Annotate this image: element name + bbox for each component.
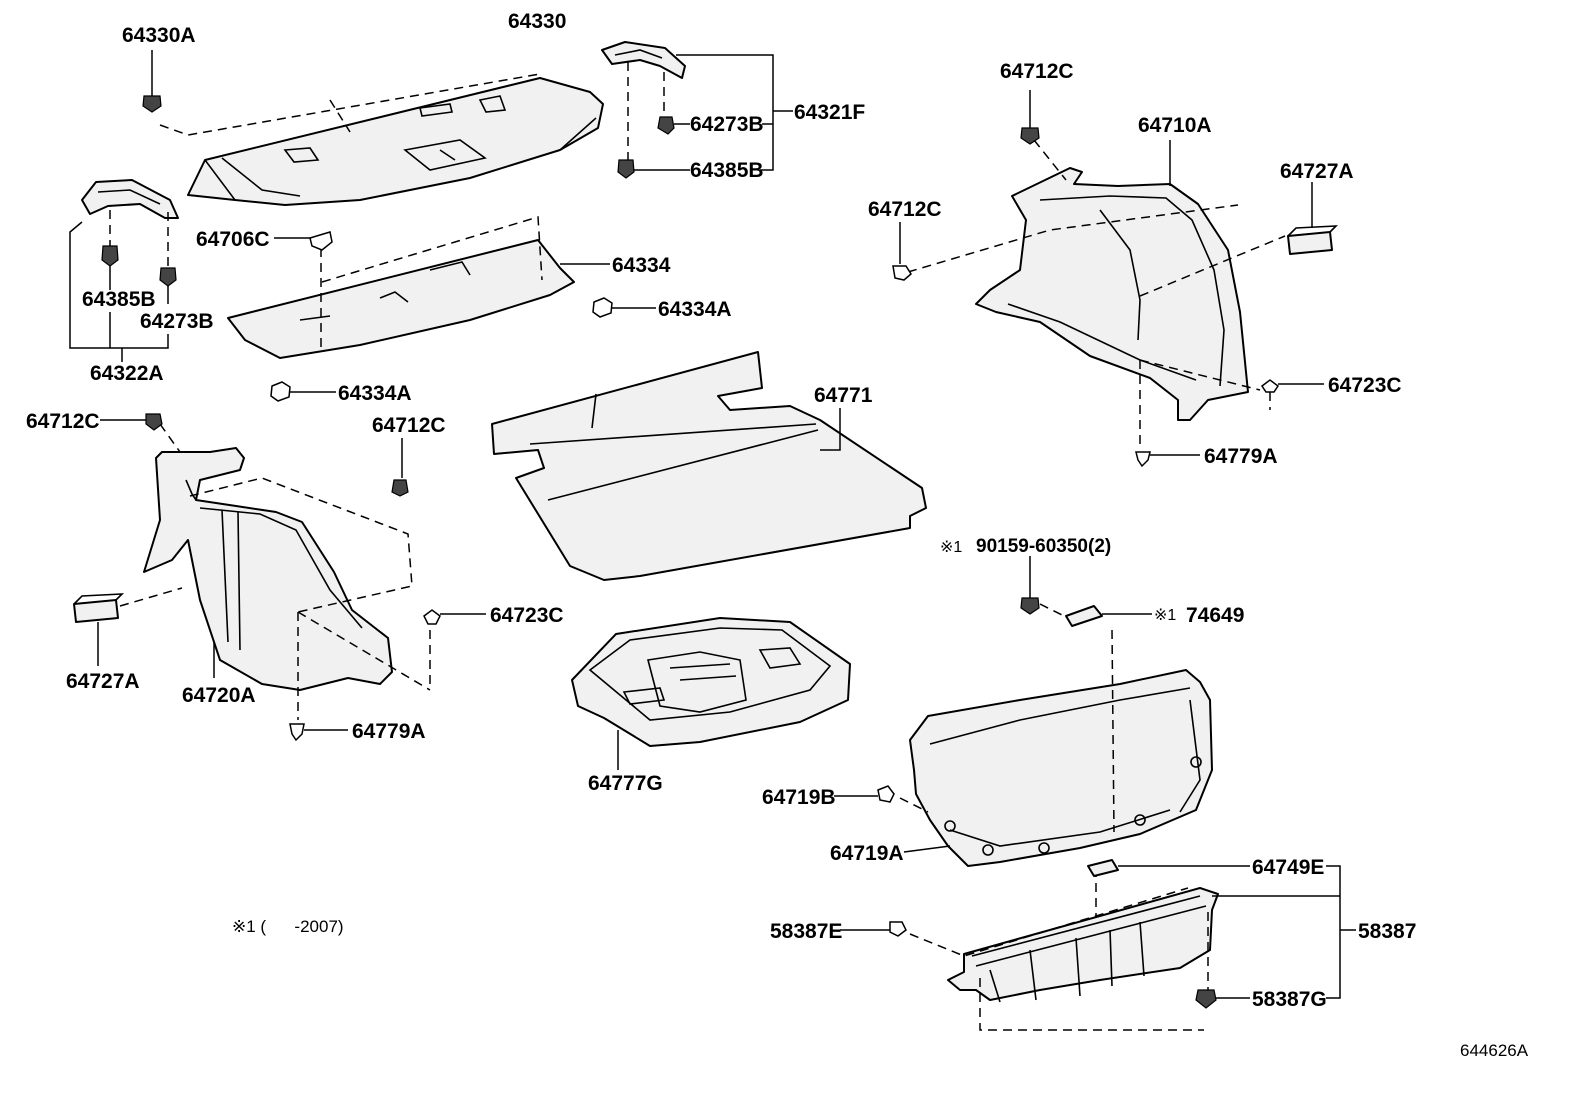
callout-64727A-right: 64727A: [1280, 160, 1354, 183]
callout-64712C-b: 64712C: [372, 414, 446, 437]
callout-58387E: 58387E: [770, 920, 842, 943]
clip-64779A-right: [1135, 451, 1200, 468]
callout-64273B-left: 64273B: [140, 310, 214, 333]
clip-64706C: [274, 231, 333, 251]
clip-64723C-right: [1260, 379, 1324, 393]
package-tray-insulator-64334: [227, 216, 610, 359]
callout-64727A-left: 64727A: [66, 670, 140, 693]
callout-64330: 64330: [508, 10, 566, 33]
pad-64727A-right: [1287, 182, 1339, 255]
clip-64330A: [142, 50, 162, 113]
note-mark-b: ※1: [1154, 607, 1176, 624]
clip-64723C-left: [423, 609, 486, 625]
luggage-tray-64777G: [571, 617, 851, 770]
callout-64723C-right: 64723C: [1328, 374, 1402, 397]
callout-64712C-a: 64712C: [26, 410, 100, 433]
pad-64334A-left: [270, 381, 336, 402]
lh-side-trim-dash-lines: [119, 423, 431, 720]
callout-64723C-left: 64723C: [490, 604, 564, 627]
callout-74649: 74649: [1186, 604, 1244, 627]
latch-cover-74649: [1065, 605, 1152, 627]
callout-64749E: 64749E: [1252, 856, 1324, 879]
bracket-64321F: [601, 41, 686, 160]
callout-64334A-left: 64334A: [338, 382, 412, 405]
callout-64330A: 64330A: [122, 24, 196, 47]
bracket-64322A-leaders: [69, 221, 169, 362]
callout-64771: 64771: [814, 384, 873, 407]
callout-64712C-d: 64712C: [868, 198, 942, 221]
clip-64779A-left: [289, 723, 348, 742]
clip-64712C-c: [1020, 90, 1040, 145]
scuff-plate-58387-bracket: [1212, 865, 1356, 999]
callout-58387: 58387: [1358, 920, 1416, 943]
callout-64321F: 64321F: [794, 101, 865, 124]
clip-64385B-top: [617, 159, 690, 179]
callout-64779A-left: 64779A: [352, 720, 426, 743]
callout-64385B-left: 64385B: [82, 288, 156, 311]
clip-58387E: [840, 921, 907, 937]
clip-64712C-b: [391, 438, 409, 497]
bracket-64321F-leaders: [676, 54, 793, 171]
clip-64385B-left: [101, 245, 119, 290]
callout-64706C: 64706C: [196, 228, 270, 251]
clip-64273B-left: [159, 267, 177, 304]
callout-64779A-right: 64779A: [1204, 445, 1278, 468]
clip-58387G: [1195, 989, 1250, 1009]
scuff-plate-dash-lines: [909, 887, 1209, 1031]
callout-64720A: 64720A: [182, 684, 256, 707]
footnote: ※1 ( -2007): [232, 917, 344, 936]
note-mark-a: ※1: [940, 539, 962, 556]
rh-trunk-side-trim-64710A: [975, 140, 1249, 421]
trim-64719A-leader: [903, 845, 951, 853]
package-tray-trim-panel: [187, 77, 604, 206]
callout-64334: 64334: [612, 254, 671, 277]
clip-64719B: [834, 785, 895, 803]
trunk-scuff-plate-58387: [947, 887, 1219, 1003]
callout-58387G: 58387G: [1252, 988, 1327, 1011]
clip-90159-60350: [1020, 556, 1040, 615]
callout-64719B: 64719B: [762, 786, 836, 809]
callout-90159-60350: 90159-60350(2): [976, 536, 1111, 557]
package-tray-dash-lines: [159, 73, 541, 136]
clip-64712C-d: [892, 222, 912, 281]
callout-64385B-top: 64385B: [690, 159, 764, 182]
clip-64712C-a: [100, 413, 163, 431]
cover-64749E: [1087, 859, 1250, 877]
callout-64719A: 64719A: [830, 842, 904, 865]
lh-trunk-side-trim-64720A: [143, 447, 393, 691]
pad-64727A-left: [73, 593, 125, 666]
callout-64322A: 64322A: [90, 362, 164, 385]
trunk-floor-mat-64771: [491, 351, 927, 581]
clip-64273B-top: [657, 116, 690, 135]
callout-64712C-c: 64712C: [1000, 60, 1074, 83]
callout-64334A-right: 64334A: [658, 298, 732, 321]
callout-64777G: 64777G: [588, 772, 663, 795]
rh-side-trim-dash-lines: [907, 139, 1286, 450]
bracket-64322A: [81, 179, 179, 268]
trunk-lid-trim-64719A: [909, 669, 1213, 867]
callout-64710A: 64710A: [1138, 114, 1212, 137]
illustration-code: 644626A: [1460, 1041, 1529, 1060]
callout-64273B-top: 64273B: [690, 113, 764, 136]
pad-64334A-right: [592, 297, 656, 318]
